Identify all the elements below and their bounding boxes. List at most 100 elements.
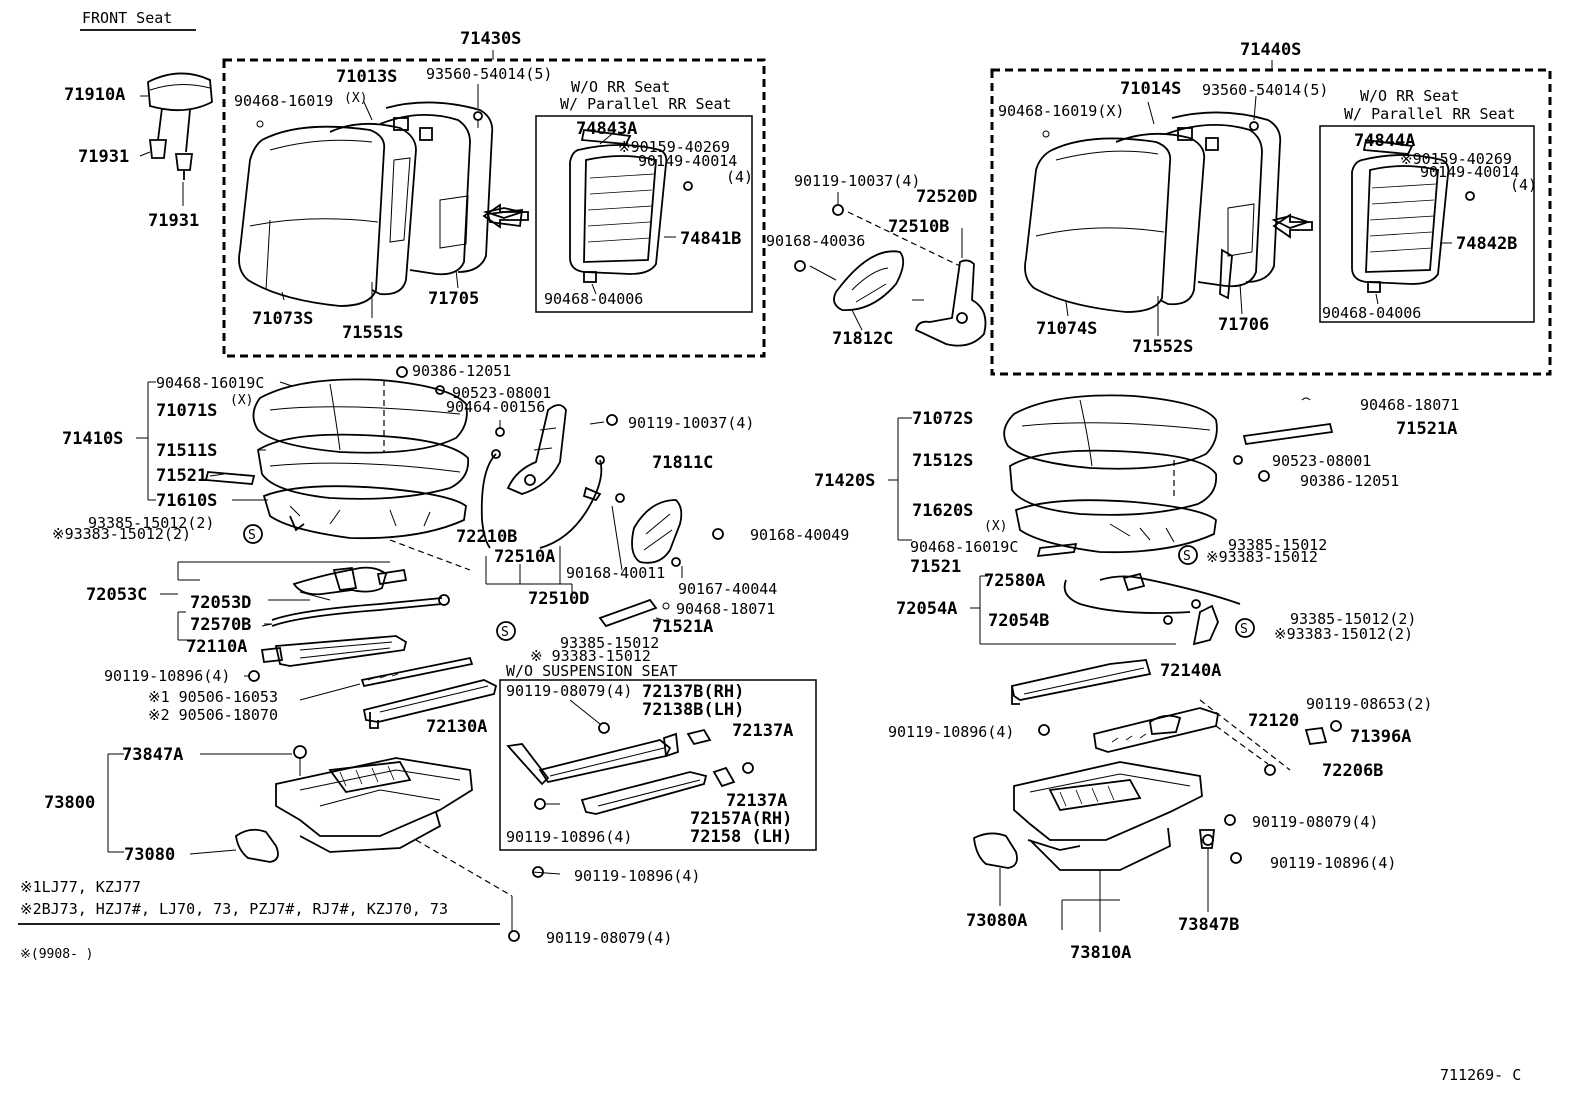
recliner-drawing <box>794 192 987 347</box>
leaders-right-seatback <box>1065 95 1452 336</box>
part-label: ※2 90506-18070 <box>148 706 278 724</box>
part-label: 74842B <box>1456 234 1517 254</box>
group-box-71430S <box>222 58 766 358</box>
part-label: 71410S <box>62 429 123 449</box>
part-label: 90168-40049 <box>750 526 849 544</box>
part-label: 71013S <box>336 67 397 87</box>
part-label: 72520D <box>916 187 977 207</box>
left-cushion-drawing <box>204 366 471 571</box>
part-label: 71511S <box>156 441 217 461</box>
part-label: 90119-10896(4) <box>574 867 700 885</box>
part-label: 71073S <box>252 309 313 329</box>
part-label: 72110A <box>186 637 247 657</box>
part-label: 90468-18071 <box>676 600 775 618</box>
part-label: (4) <box>1510 176 1537 194</box>
part-label: 71420S <box>814 471 875 491</box>
part-label: 90119-08079(4) <box>506 682 632 700</box>
wo-suspension-drawing <box>506 699 754 815</box>
part-label: 90149-40014 <box>638 152 737 170</box>
part-label: 90468-16019 <box>234 92 333 110</box>
part-label: 72140A <box>1160 661 1221 681</box>
part-label: 71551S <box>342 323 403 343</box>
part-label: 72054A <box>896 599 957 619</box>
part-label: 71396A <box>1350 727 1411 747</box>
part-label: 90468-16019C <box>910 538 1018 556</box>
right-seat-base-drawing <box>973 761 1242 932</box>
part-label: 90468-04006 <box>544 290 643 308</box>
part-label: 72158 (LH) <box>690 827 792 847</box>
part-label: 71812C <box>832 329 893 349</box>
part-label: 72053D <box>190 593 251 613</box>
part-label: 71074S <box>1036 319 1097 339</box>
part-label: 71071S <box>156 401 217 421</box>
part-label: 71072S <box>912 409 973 429</box>
right-cable-drawing <box>970 572 1241 646</box>
part-label: 90119-10896(4) <box>1270 854 1396 872</box>
left-rails-drawing <box>177 561 498 729</box>
part-label: 90168-40036 <box>766 232 865 250</box>
part-label: 90119-08079(4) <box>546 929 672 947</box>
diagram-title: FRONT Seat <box>82 9 172 27</box>
part-label: 90468-18071 <box>1360 396 1459 414</box>
group-label-71440S: 71440S <box>1240 40 1301 60</box>
rear-cover-left-drawing <box>569 128 693 283</box>
wo-rr-right-1: W/O RR Seat <box>1360 87 1459 105</box>
part-label: ※ 93383-15012 <box>530 647 651 665</box>
part-label: ※93383-15012(2) <box>52 525 191 543</box>
s-marker-right-2: S <box>1235 618 1255 638</box>
svg-text:S: S <box>1240 622 1248 637</box>
part-label: 72054B <box>988 611 1049 631</box>
part-label: 90523-08001 <box>452 384 551 402</box>
part-label: 71521A <box>652 617 713 637</box>
part-label: 71910A <box>64 85 125 105</box>
arrow-left-seatback-right <box>1272 213 1313 239</box>
part-label: (X) <box>344 91 367 106</box>
subbox-left-rr <box>535 115 753 313</box>
part-label: 72137B(RH) <box>642 682 744 702</box>
part-label: 90119-10896(4) <box>506 828 632 846</box>
note-3: ※(9908- ) <box>20 947 94 962</box>
part-label: 90119-08653(2) <box>1306 695 1432 713</box>
leaders-left-cushion <box>136 381 561 875</box>
rear-cover-right-drawing <box>1351 138 1475 293</box>
part-label: 93560-54014(5) <box>1202 81 1328 99</box>
svg-text:S: S <box>1183 549 1191 564</box>
right-cushion-drawing <box>888 394 1334 771</box>
note-1: ※1LJ77, KZJ77 <box>20 878 141 896</box>
part-label: 90167-40044 <box>678 580 777 598</box>
part-label: 71521 <box>156 466 207 486</box>
part-label: 71931 <box>78 147 129 167</box>
part-label: 72137A <box>726 791 787 811</box>
part-label: 71610S <box>156 491 217 511</box>
part-label: 90464-00156 <box>446 398 545 416</box>
part-label: 71811C <box>652 453 713 473</box>
part-label: 90119-10037(4) <box>628 414 754 432</box>
part-label: ※93383-15012(2) <box>1274 625 1413 643</box>
part-label: 90119-08079(4) <box>1252 813 1378 831</box>
part-label: 73080 <box>124 845 175 865</box>
part-label: 71552S <box>1132 337 1193 357</box>
part-label: 72510A <box>494 547 555 567</box>
part-label: 72053C <box>86 585 147 605</box>
part-label: 72510D <box>528 589 589 609</box>
part-label: 90119-10896(4) <box>888 723 1014 741</box>
part-label: 72206B <box>1322 761 1383 781</box>
part-label: 90386-12051 <box>412 362 511 380</box>
part-label: 93385-15012(2) <box>1290 610 1416 628</box>
part-label: 93560-54014(5) <box>426 65 552 83</box>
part-label: 72210B <box>456 527 517 547</box>
part-label: 90119-10037(4) <box>794 172 920 190</box>
part-label: 74843A <box>576 119 637 139</box>
right-seatback-drawing <box>1024 111 1311 313</box>
part-label: ※1 90506-16053 <box>148 688 278 706</box>
part-label: 73800 <box>44 793 95 813</box>
part-label: (4) <box>726 168 753 186</box>
svg-text:S: S <box>501 625 509 640</box>
part-label: 72138B(LH) <box>642 700 744 720</box>
part-label: 71706 <box>1218 315 1269 335</box>
part-label: 72130A <box>426 717 487 737</box>
wo-rr-right-2: W/ Parallel RR Seat <box>1344 105 1516 123</box>
group-box-71440S <box>990 68 1552 376</box>
subbox-wo-suspension <box>499 679 817 851</box>
